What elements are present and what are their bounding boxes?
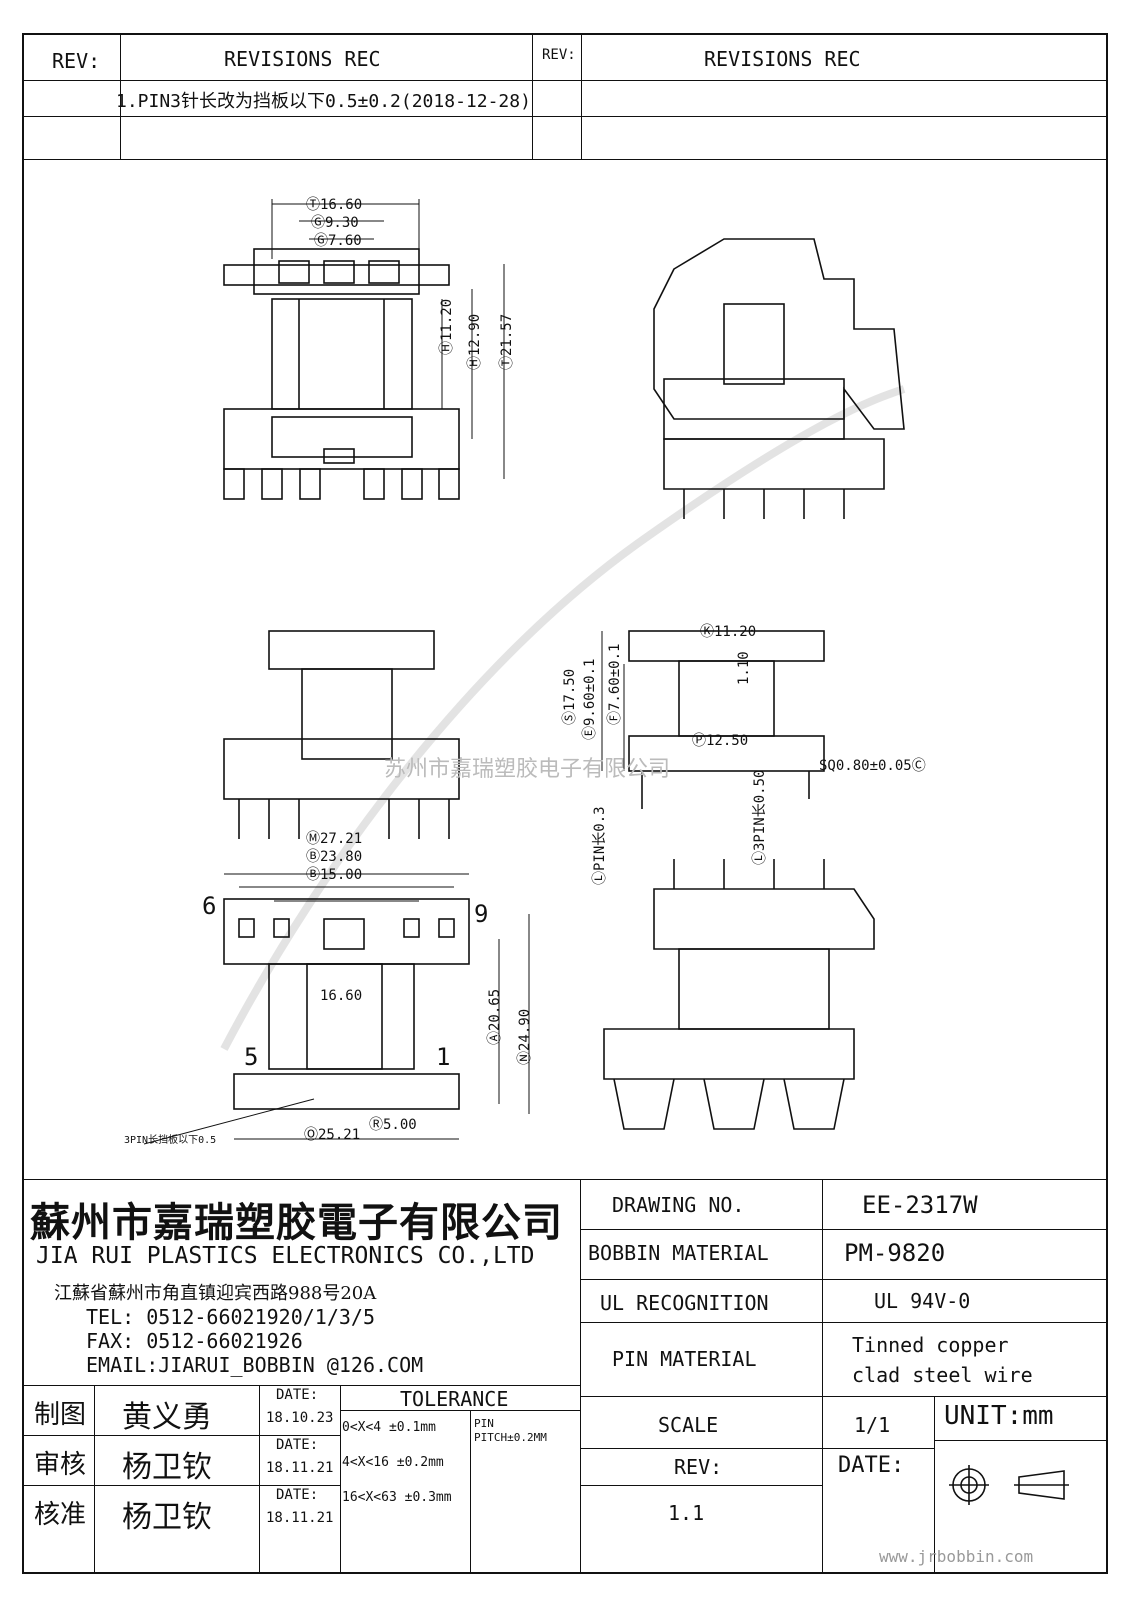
revisions-header-right: REVISIONS REC	[704, 47, 861, 71]
dim-top-h2: Ⓗ12.90	[467, 313, 483, 370]
watermark-diagonal	[220, 385, 906, 1051]
date-2: 18.11.21	[266, 1460, 334, 1476]
draw-name: 黄义勇	[122, 1400, 212, 1435]
rev-label-left: REV:	[52, 49, 101, 73]
dim-side-e: Ⓔ9.60±0.1	[582, 658, 598, 740]
date-label-right: DATE:	[838, 1453, 905, 1478]
pin-material-line-2: clad steel wire	[852, 1363, 1033, 1387]
dim-bottom-b1: Ⓑ23.80	[306, 849, 363, 865]
date-label-1: DATE:	[276, 1387, 319, 1403]
company-email: EMAIL:JIARUI_BOBBIN @126.COM	[86, 1353, 424, 1377]
rev-col-line-3	[581, 35, 582, 159]
check-label: 审核	[34, 1450, 87, 1480]
title-divider	[580, 1179, 581, 1572]
dim-bottom-o: Ⓞ25.21	[304, 1127, 361, 1143]
dim-top-g1: Ⓖ9.30	[311, 215, 359, 231]
dim-top-total: Ⓣ21.57	[499, 313, 515, 370]
company-address: 江蘇省蘇州市角直镇迎宾西路988号20A	[54, 1283, 377, 1304]
unit-label: UNIT:mm	[944, 1401, 1054, 1431]
watermark-text: 苏州市嘉瑞塑胶电子有限公司	[384, 757, 671, 782]
bobbin-material-label: BOBBIN MATERIAL	[588, 1241, 769, 1265]
scale-label: SCALE	[658, 1413, 719, 1437]
dim-side-f: Ⓕ7.60±0.1	[607, 643, 623, 725]
company-name-en: JIA RUI PLASTICS ELECTRONICS CO.,LTD	[36, 1243, 535, 1269]
dim-bottom-n: Ⓝ24.90	[517, 1008, 533, 1065]
front-view	[223, 630, 460, 839]
isometric-view-bottom	[603, 859, 875, 1130]
company-name-cn: 蘇州市嘉瑞塑胶電子有限公司	[30, 1199, 563, 1246]
rev-row-line-1	[24, 80, 1106, 81]
tolerance-3: 16<X<63 ±0.3mm	[342, 1490, 452, 1505]
rev-row-line-2	[24, 116, 1106, 117]
pin-number-6: 6	[202, 892, 217, 920]
pin-pitch-2: PITCH±0.2MM	[474, 1431, 547, 1444]
revisions-header-left: REVISIONS REC	[224, 47, 381, 71]
dim-bottom-inner: 16.60	[320, 988, 363, 1004]
dim-side-k: Ⓚ11.20	[700, 624, 757, 640]
tolerance-2: 4<X<16 ±0.2mm	[342, 1455, 444, 1470]
rev-row-line-3	[24, 159, 1106, 160]
dim-top-width: Ⓣ16.60	[306, 197, 363, 213]
isometric-view-top	[653, 238, 905, 519]
approve-name: 杨卫钦	[122, 1500, 212, 1535]
projection-symbol-icon	[949, 1465, 1069, 1505]
side-view	[601, 630, 825, 809]
dim-side-s: Ⓢ17.50	[562, 668, 578, 725]
date-label-3: DATE:	[276, 1487, 319, 1503]
dim-side-mid: 1.10	[736, 651, 752, 685]
company-tel: TEL: 0512-66021920/1/3/5	[86, 1305, 375, 1329]
dim-side-pin-l: ⓁPIN长0.3	[592, 806, 608, 885]
website-watermark: www.jrbobbin.com	[879, 1547, 1034, 1566]
dim-bottom-r: Ⓡ5.00	[369, 1117, 417, 1133]
dim-bottom-m: Ⓜ27.21	[306, 831, 363, 847]
pin-pitch-1: PIN	[474, 1417, 494, 1430]
title-divider-2	[822, 1179, 823, 1572]
dim-top-h: Ⓗ11.20	[439, 298, 455, 355]
rev-label-right: REV:	[542, 47, 576, 63]
dim-side-pin-3: Ⓛ3PIN长0.50	[752, 769, 768, 865]
pin-number-1: 1	[436, 1043, 451, 1071]
company-fax: FAX: 0512-66021926	[86, 1329, 303, 1353]
technical-drawing	[143, 199, 906, 1145]
rev-col-line-2	[532, 35, 533, 159]
drawing-sheet: REV: REVISIONS REC REV: REVISIONS REC 1.…	[22, 33, 1108, 1574]
date-3: 18.11.21	[266, 1510, 334, 1526]
check-name: 杨卫钦	[122, 1450, 212, 1485]
dim-bottom-a: Ⓐ20.65	[487, 988, 503, 1045]
ul-recognition-label: UL RECOGNITION	[600, 1291, 769, 1315]
bottom-view	[143, 873, 530, 1145]
title-top-line	[24, 1179, 1106, 1180]
draw-label: 制图	[34, 1400, 87, 1430]
pin-length-note: 3PIN长挡板以下0.5	[124, 1135, 217, 1146]
pin-number-9: 9	[474, 900, 489, 928]
pin-material-label: PIN MATERIAL	[612, 1347, 757, 1371]
rev-label: REV:	[674, 1455, 723, 1479]
top-view	[223, 199, 505, 500]
pin-number-5: 5	[244, 1043, 259, 1071]
date-label-2: DATE:	[276, 1437, 319, 1453]
drawing-no-label: DRAWING NO.	[612, 1193, 745, 1217]
rev-col-line-1	[120, 35, 121, 159]
tolerance-label: TOLERANCE	[400, 1387, 509, 1411]
revision-entry-1: 1.PIN3针长改为挡板以下0.5±0.2(2018-12-28)	[116, 91, 531, 112]
dim-bottom-b2: Ⓑ15.00	[306, 867, 363, 883]
bobbin-material: PM-9820	[844, 1239, 946, 1267]
scale-value: 1/1	[854, 1413, 891, 1437]
approve-label: 核准	[34, 1500, 87, 1530]
pin-material-line-1: Tinned copper	[852, 1333, 1009, 1357]
dim-top-g2: Ⓖ7.60	[314, 233, 362, 249]
rev-value: 1.1	[668, 1501, 705, 1525]
tolerance-1: 0<X<4 ±0.1mm	[342, 1420, 436, 1435]
date-1: 18.10.23	[266, 1410, 334, 1426]
dim-side-sq: SQ0.80±0.05Ⓒ	[819, 758, 926, 774]
dim-side-p: Ⓟ12.50	[692, 733, 749, 749]
ul-recognition-value: UL 94V-0	[874, 1289, 971, 1313]
drawing-no: EE-2317W	[862, 1191, 978, 1219]
